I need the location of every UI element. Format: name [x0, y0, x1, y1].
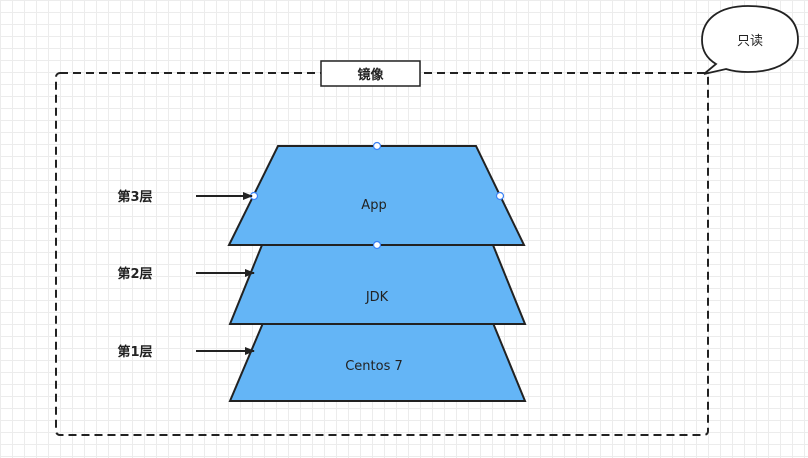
selection-handle-top[interactable] [372, 141, 382, 151]
readonly-callout: 只读 [701, 5, 799, 75]
layer-app-label: App [361, 198, 386, 213]
layer-centos-label: Centos 7 [345, 359, 403, 374]
image-container [55, 72, 709, 436]
layer-jdk-label: JDK [365, 290, 389, 305]
container-title: 镜像 [320, 60, 421, 87]
layer-app[interactable] [227, 145, 526, 246]
layer-jdk[interactable] [228, 244, 527, 325]
layer-1-label: 第1层 [117, 344, 152, 360]
callout-text: 只读 [737, 34, 763, 49]
selection-handle-bottom[interactable] [372, 240, 382, 250]
selection-handle-right[interactable] [495, 191, 505, 201]
layer-3-label: 第3层 [117, 189, 152, 205]
container-title-text: 镜像 [357, 67, 384, 83]
layer-2-label: 第2层 [117, 266, 152, 282]
